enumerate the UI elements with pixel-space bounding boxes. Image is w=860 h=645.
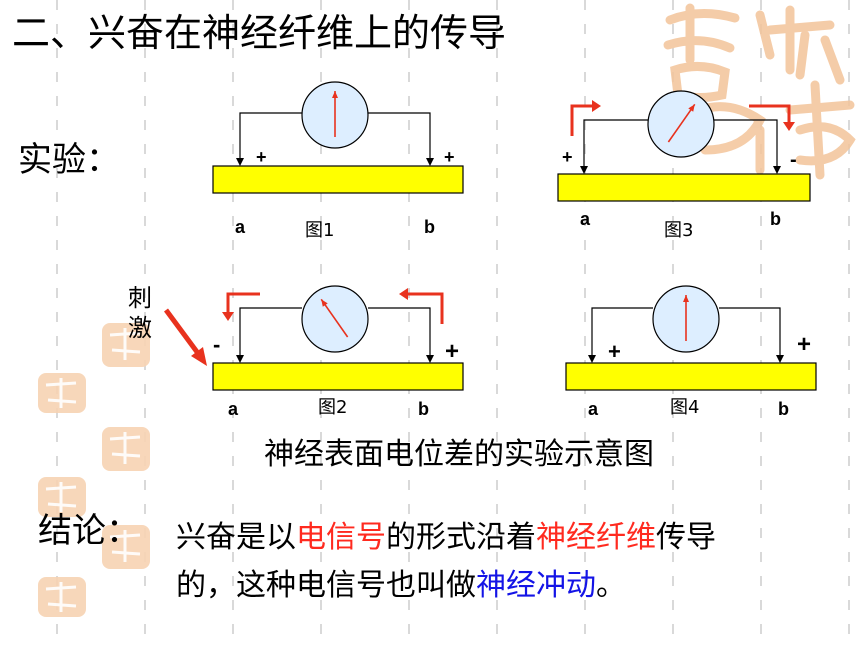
diagram-caption: 神经表面电位差的实验示意图 bbox=[264, 437, 654, 472]
fig3-left-sign: + bbox=[562, 147, 573, 167]
fig2-electrode-b-tip bbox=[426, 355, 434, 363]
conclusion-part-2: 的形式沿着 bbox=[386, 520, 536, 555]
fig2-wire-right bbox=[368, 307, 431, 357]
fig4-wire-right bbox=[719, 307, 781, 357]
fig1-electrode-a-label: a bbox=[235, 217, 246, 237]
experiment-label: 实验： bbox=[18, 140, 120, 180]
stimulus-label: 刺激 bbox=[128, 284, 152, 342]
fig3-wire-left bbox=[583, 119, 648, 168]
fig3-caption: 图3 bbox=[664, 220, 694, 241]
fig3-current-arrow-right bbox=[749, 104, 791, 122]
fig4-needle-head bbox=[683, 295, 689, 302]
fig1-left-sign: + bbox=[256, 147, 267, 167]
fig3-wire-right bbox=[714, 119, 778, 168]
fig3-current-arrow-left-head bbox=[592, 100, 601, 112]
highlight-nerve-fiber: 神经纤维 bbox=[536, 520, 656, 555]
fig1-electrode-b-label: b bbox=[424, 217, 435, 237]
fig2-right-sign: + bbox=[445, 338, 460, 365]
fig2-left-sign: - bbox=[213, 332, 221, 357]
fig2-current-arrow-left bbox=[226, 292, 260, 314]
fig4-electrode-b-tip bbox=[776, 355, 784, 363]
fig4-electrode-a-label: a bbox=[588, 399, 599, 419]
fig2-electrode-b-label: b bbox=[418, 399, 429, 419]
highlight-nerve-impulse: 神经冲动 bbox=[476, 568, 596, 603]
fig1-electrode-b-tip bbox=[426, 158, 434, 166]
conclusion-part-4: 的，这种电信号也叫做 bbox=[176, 568, 476, 603]
highlight-electrical-signal: 电信号 bbox=[296, 520, 386, 555]
fig1-right-sign: + bbox=[444, 147, 455, 167]
fig4-right-sign: + bbox=[797, 331, 812, 358]
fig1-nerve-fiber bbox=[212, 165, 464, 194]
fig4-caption: 图4 bbox=[670, 397, 700, 418]
fig2-nerve-fiber bbox=[212, 362, 464, 391]
fig2-needle-head bbox=[321, 299, 328, 307]
fig4-electrode-a-tip bbox=[588, 355, 596, 363]
stimulus-arrow-head bbox=[191, 347, 207, 366]
fig4-wire-left bbox=[591, 307, 653, 357]
fig3-needle-head bbox=[688, 104, 695, 112]
conclusion-part-5: 。 bbox=[596, 568, 626, 603]
fig1-wire-left bbox=[239, 112, 302, 160]
fig2-electrode-a-tip bbox=[236, 355, 244, 363]
fig3-right-sign: - bbox=[790, 149, 797, 171]
fig1-wire-right bbox=[368, 112, 431, 160]
fig3-electrode-a-label: a bbox=[580, 209, 591, 229]
fig2-caption: 图2 bbox=[318, 397, 348, 418]
conclusion-part-3: 传导 bbox=[656, 520, 716, 555]
fig2-current-arrow-left-head bbox=[222, 312, 234, 321]
conclusion-part-1: 兴奋是以 bbox=[176, 520, 296, 555]
stimulus-arrow bbox=[163, 308, 203, 358]
fig2-needle bbox=[320, 298, 349, 338]
fig3-nerve-fiber bbox=[557, 173, 811, 202]
fig2-electrode-a-label: a bbox=[228, 399, 239, 419]
fig4-nerve-fiber bbox=[565, 362, 817, 391]
conclusion-text: 兴奋是以电信号的形式沿着神经纤维传导的，这种电信号也叫做神经冲动。 bbox=[176, 514, 716, 610]
watermark-seal-large bbox=[663, 3, 856, 180]
fig4-left-sign: + bbox=[608, 339, 621, 364]
watermark-seal-small-glyphs bbox=[45, 328, 141, 612]
conclusion-label: 结论： bbox=[38, 511, 140, 551]
fig3-needle bbox=[667, 103, 696, 143]
fig1-caption: 图1 bbox=[305, 220, 335, 241]
fig1-electrode-a-tip bbox=[236, 158, 244, 166]
fig3-electrode-b-label: b bbox=[770, 209, 781, 229]
fig3-electrode-a-tip bbox=[580, 166, 588, 174]
fig1-needle-head bbox=[332, 91, 338, 98]
fig3-electrode-b-tip bbox=[773, 166, 781, 174]
slide-title: 二、兴奋在神经纤维上的传导 bbox=[12, 11, 507, 55]
fig2-wire-left bbox=[239, 307, 302, 357]
fig2-current-arrow-right-head bbox=[399, 288, 408, 300]
fig2-current-arrow-right bbox=[408, 292, 444, 324]
fig3-current-arrow-right-head bbox=[783, 122, 795, 131]
fig4-electrode-b-label: b bbox=[778, 399, 789, 419]
fig3-current-arrow-left bbox=[570, 104, 592, 136]
